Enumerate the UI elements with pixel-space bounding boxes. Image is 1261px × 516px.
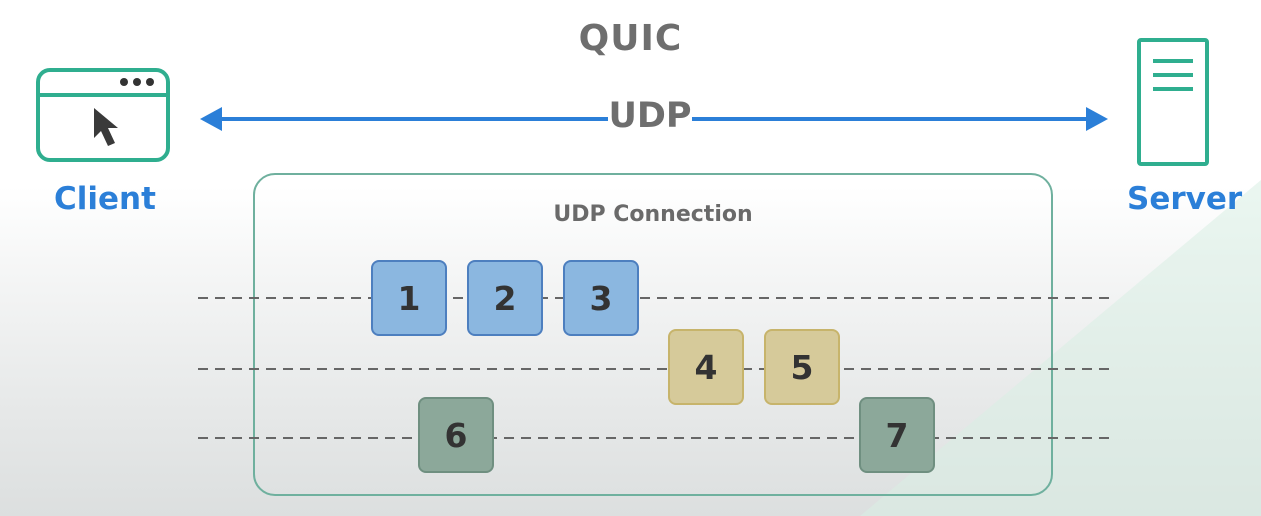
udp-link-label: UDP xyxy=(608,96,692,136)
udp-connection-box xyxy=(253,173,1053,496)
packet: 2 xyxy=(467,260,543,336)
diagram-title: QUIC xyxy=(578,18,683,59)
server-icon xyxy=(1137,38,1209,166)
udp-connection-label: UDP Connection xyxy=(553,202,753,227)
packet: 1 xyxy=(371,260,447,336)
arrow-right-icon xyxy=(1086,107,1108,131)
client-label: Client xyxy=(54,181,156,217)
packet: 7 xyxy=(859,397,935,473)
client-browser-icon xyxy=(36,68,170,162)
packet: 4 xyxy=(668,329,744,405)
arrow-left-icon xyxy=(200,107,222,131)
packet: 6 xyxy=(418,397,494,473)
server-label: Server xyxy=(1127,181,1243,217)
packet: 5 xyxy=(764,329,840,405)
packet: 3 xyxy=(563,260,639,336)
